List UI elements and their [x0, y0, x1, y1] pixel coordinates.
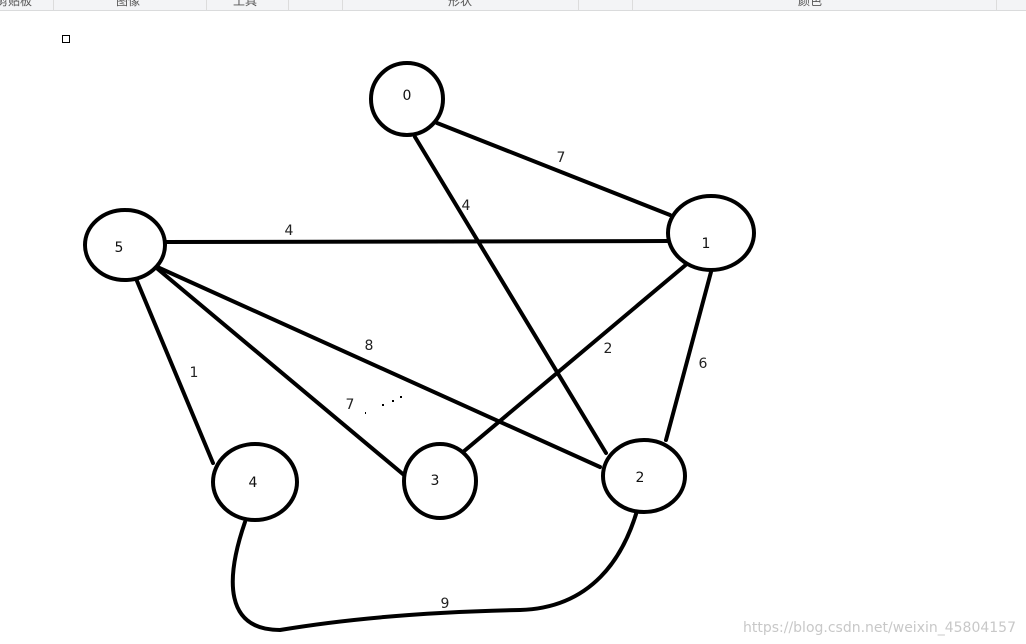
svg-text:5: 5: [115, 240, 124, 256]
node-4: 4: [211, 442, 299, 522]
divider: [578, 0, 579, 10]
svg-text:0: 0: [403, 88, 412, 104]
edge-4-2: [230, 498, 642, 633]
node-3: 3: [402, 442, 478, 520]
svg-text:4: 4: [249, 475, 258, 491]
edge-3-1: [461, 261, 690, 454]
node-1: 1: [666, 194, 756, 272]
edge-5-4: [135, 279, 215, 465]
divider: [288, 0, 289, 10]
svg-text:1: 1: [702, 236, 711, 252]
svg-text:3: 3: [431, 473, 440, 489]
ribbon-group-clipboard[interactable]: 剪贴板: [0, 0, 32, 8]
stray-dots: [365, 396, 402, 414]
weight-2-1: 6: [699, 356, 708, 372]
ribbon-group-shapes[interactable]: 形状: [447, 0, 472, 8]
paint-ribbon: 剪贴板 图像 工具 形状 颜色: [0, 0, 1026, 11]
edge-5-1: [163, 239, 670, 244]
node-0: 0: [369, 61, 445, 137]
weight-0-2: 4: [462, 198, 471, 214]
divider: [996, 0, 997, 10]
weight-3-1: 2: [604, 341, 613, 357]
weight-0-1: 7: [557, 150, 566, 166]
svg-text:2: 2: [636, 470, 645, 486]
edge-5-2: [153, 264, 602, 469]
divider: [342, 0, 343, 10]
canvas-resize-handle[interactable]: [62, 35, 70, 43]
weight-4-2: 9: [441, 596, 450, 612]
weight-5-4: 1: [190, 365, 199, 381]
watermark: https://blog.csdn.net/weixin_45804157: [742, 620, 1016, 636]
edge-2-1: [664, 270, 713, 442]
ribbon-group-tools[interactable]: 工具: [232, 0, 257, 8]
edge-5-3: [151, 263, 406, 477]
divider: [53, 0, 54, 10]
divider: [206, 0, 207, 10]
weight-5-1: 4: [285, 223, 294, 239]
divider: [632, 0, 633, 10]
ribbon-group-image[interactable]: 图像: [115, 0, 140, 8]
weight-5-3: 7: [346, 397, 355, 413]
ribbon-group-colors[interactable]: 颜色: [797, 0, 822, 8]
node-2: 2: [601, 438, 687, 514]
node-5: 5: [83, 208, 167, 282]
edge-0-2: [413, 135, 608, 455]
weight-5-2: 8: [365, 338, 374, 354]
edge-0-1: [435, 121, 672, 217]
